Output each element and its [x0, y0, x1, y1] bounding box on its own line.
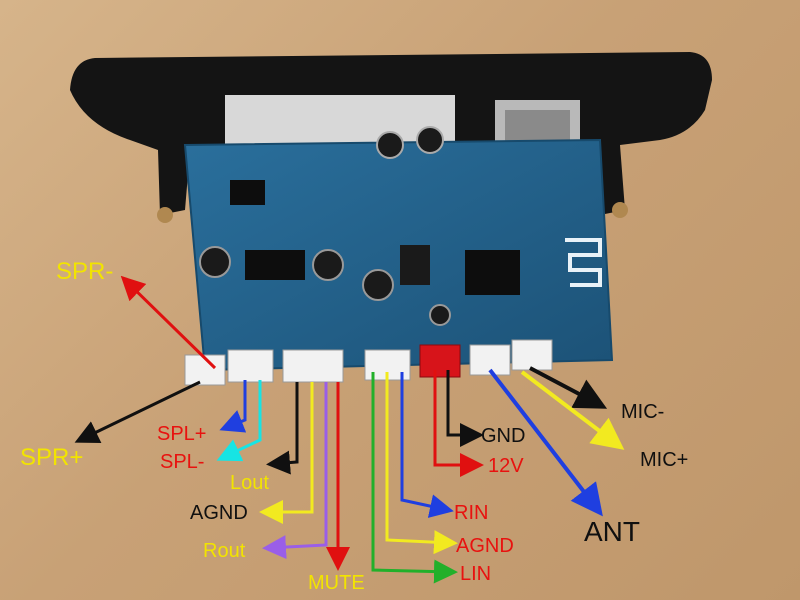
arrow-rout	[262, 382, 328, 560]
arrow-ant	[488, 368, 603, 517]
chip	[400, 245, 430, 285]
arrow-mic-plus	[520, 370, 625, 450]
arrow-lin	[371, 372, 458, 584]
label-agnd-left: AGND	[190, 502, 248, 524]
label-spl-minus: SPL-	[160, 451, 205, 473]
arrow-spl-minus	[216, 380, 262, 462]
label-ant: ANT	[584, 516, 640, 547]
label-spr-minus: SPR-	[56, 258, 114, 285]
label-rout: Rout	[203, 540, 246, 562]
chip	[245, 250, 305, 280]
arrow-spl-plus	[219, 380, 247, 433]
arrows	[74, 275, 625, 584]
label-rin: RIN	[454, 502, 489, 524]
label-agnd-right: AGND	[456, 535, 514, 557]
label-spr-plus: SPR+	[20, 444, 84, 471]
arrow-12v	[433, 370, 484, 477]
label-mic-minus: MIC-	[621, 401, 665, 423]
label-spl-plus: SPL+	[157, 423, 207, 445]
chip	[230, 180, 265, 205]
label-lin: LIN	[460, 563, 492, 585]
arrow-rin	[400, 372, 454, 518]
label-12v: 12V	[488, 455, 524, 477]
arrow-agnd-right	[385, 372, 458, 555]
label-mic-plus: MIC+	[640, 449, 689, 471]
arrow-mic-minus	[529, 366, 608, 409]
arrow-spr-plus	[74, 380, 201, 443]
label-gnd: GND	[481, 425, 526, 447]
label-mute: MUTE	[308, 572, 365, 594]
arrow-lout	[266, 382, 299, 475]
pcb-board	[183, 138, 614, 372]
chip	[465, 250, 520, 295]
arrow-gnd	[446, 370, 484, 447]
arrow-agnd-left	[259, 382, 314, 524]
label-lout: Lout	[230, 472, 269, 494]
arrow-spr-minus	[120, 275, 217, 370]
